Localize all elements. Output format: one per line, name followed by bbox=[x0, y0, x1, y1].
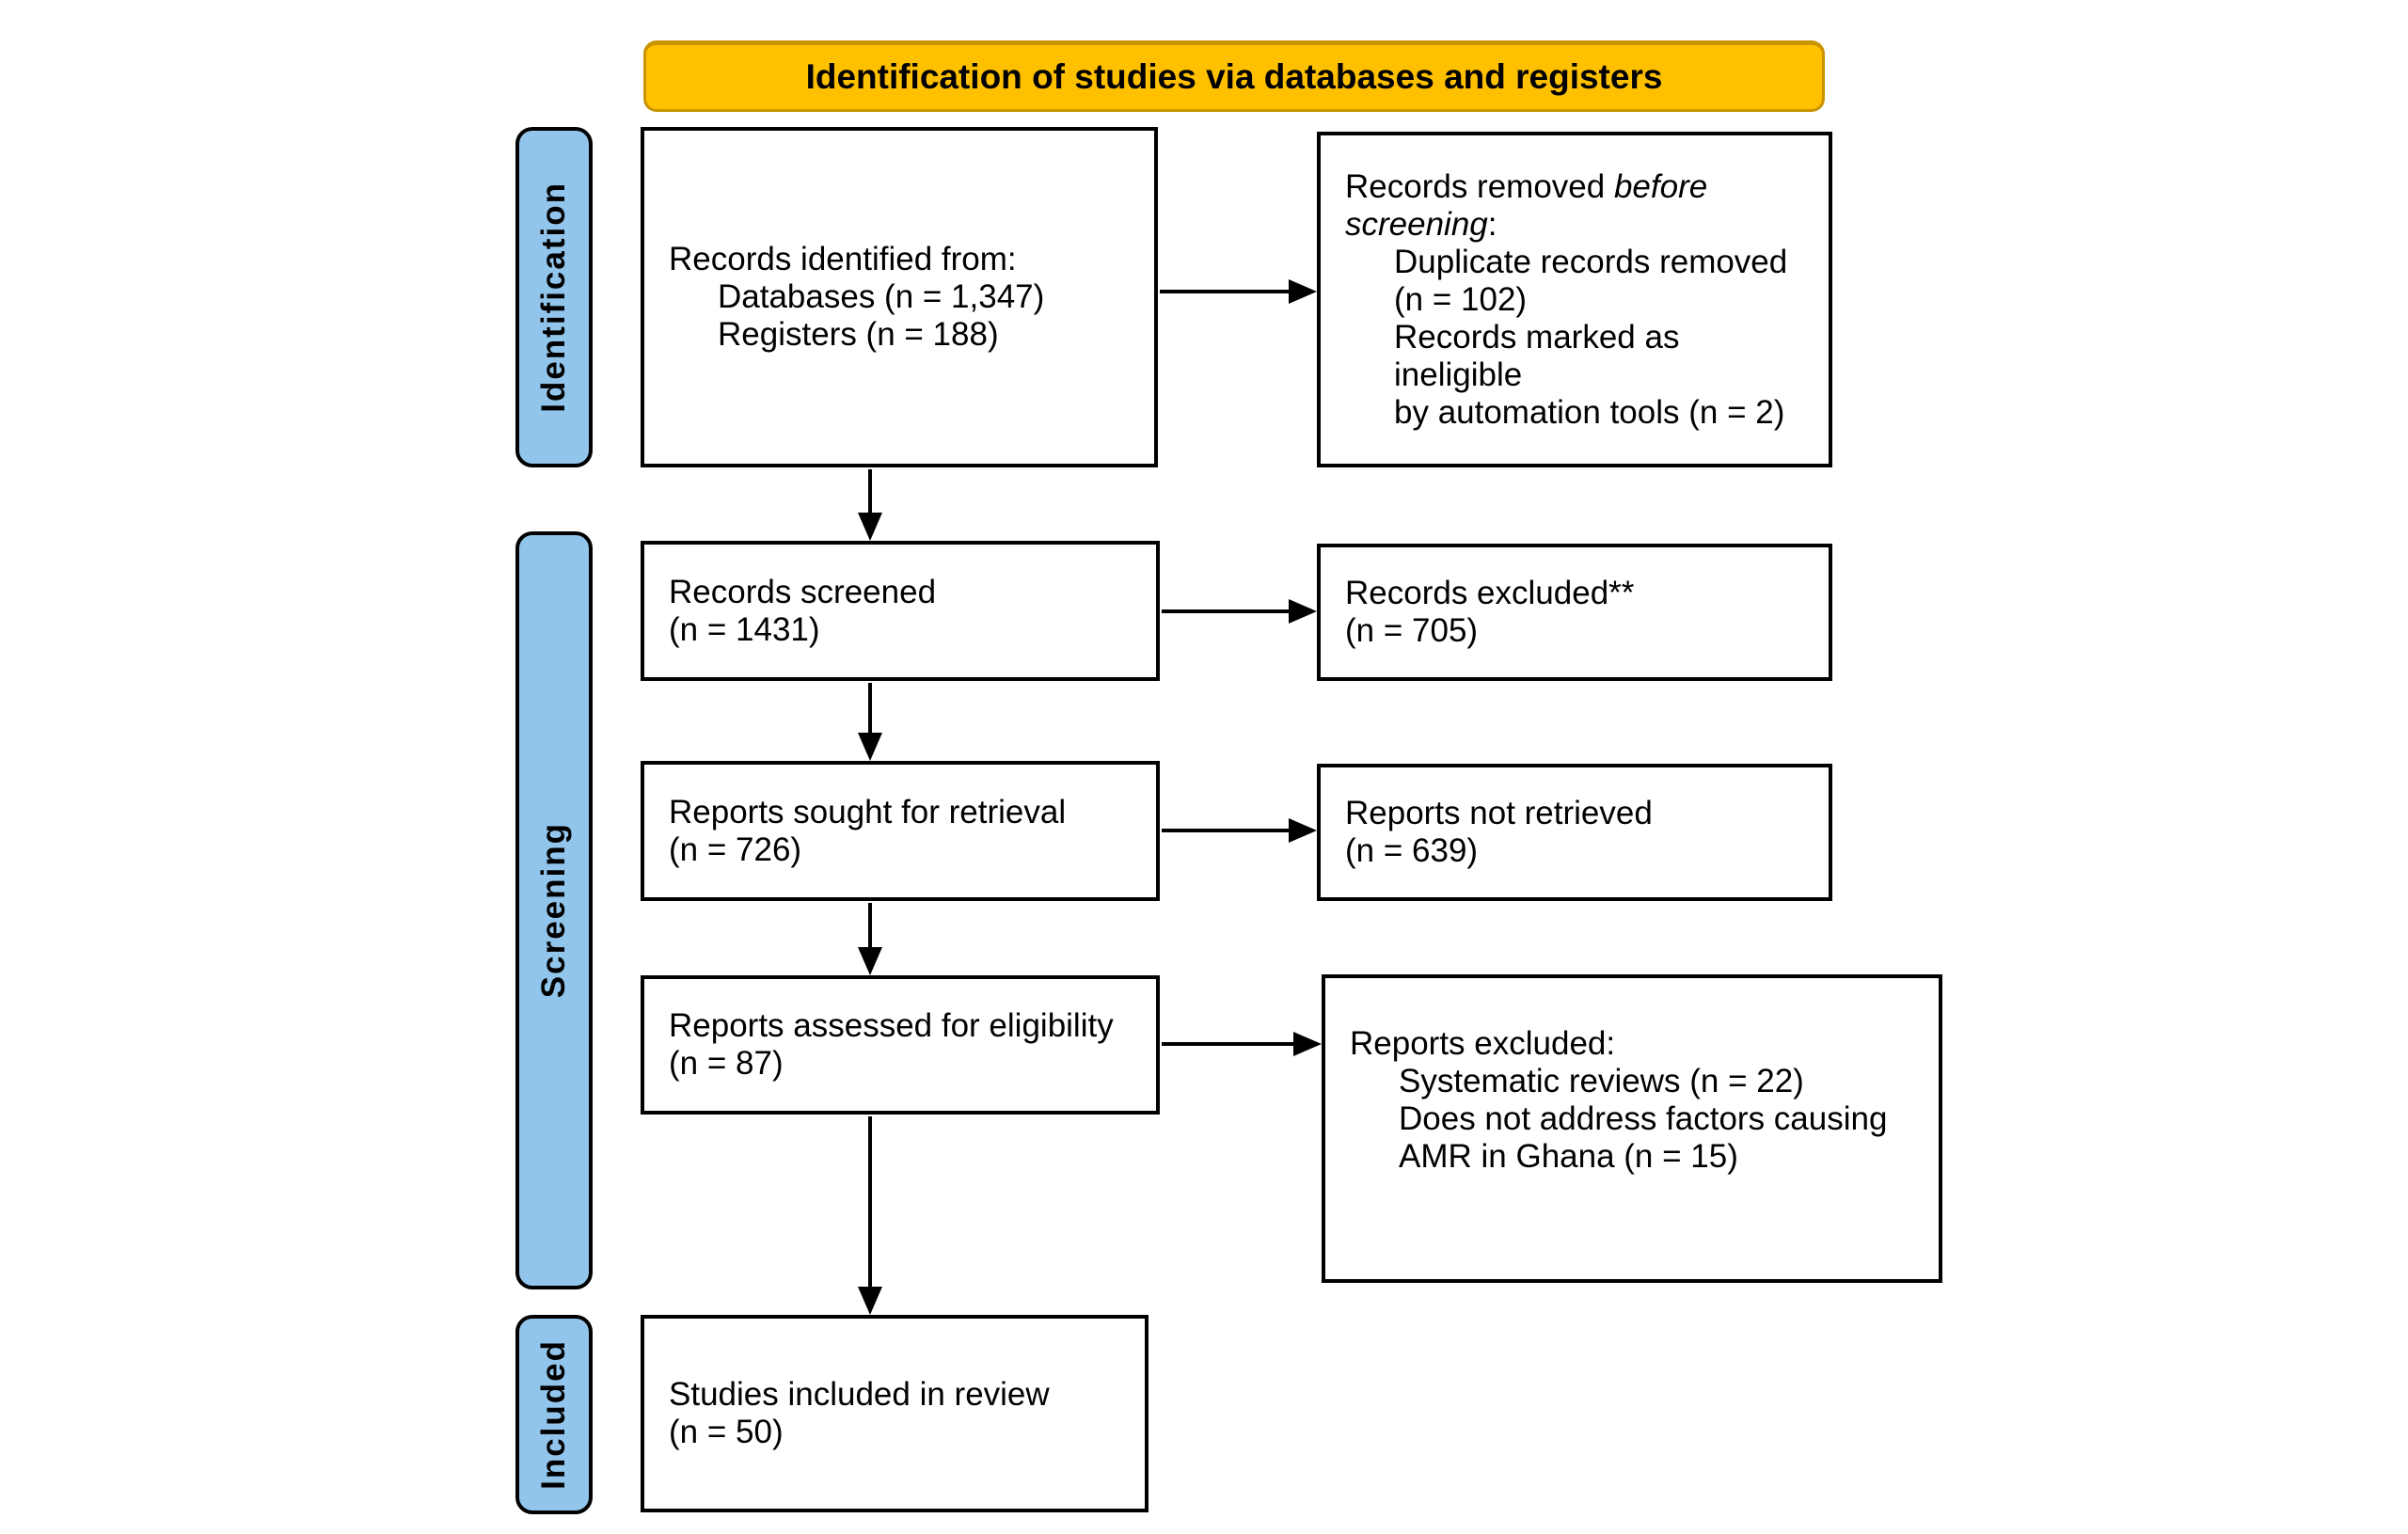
arrow-assessed-to-reports-excluded bbox=[1162, 1032, 1322, 1056]
arrow-identified-to-screened bbox=[858, 469, 882, 541]
arrow-identified-to-removed bbox=[1160, 279, 1317, 304]
records-identified-item-databases: Databases (n = 1,347) bbox=[718, 278, 1045, 315]
reports-not-retrieved-count: (n = 639) bbox=[1345, 832, 1479, 869]
arrow-sought-to-not-retrieved bbox=[1162, 818, 1317, 843]
box-records-identified: Records identified from: Databases (n = … bbox=[641, 127, 1158, 467]
records-excluded-label: Records excluded** bbox=[1345, 575, 1635, 611]
records-removed-title-colon: : bbox=[1487, 205, 1497, 243]
records-removed-title-normal: Records removed bbox=[1345, 167, 1614, 205]
records-removed-title-line1: Records removed before bbox=[1345, 168, 1815, 206]
stage-included-label: Included bbox=[535, 1339, 572, 1490]
records-removed-title-line2: screening: bbox=[1345, 206, 1815, 244]
reports-excluded-item-factors-line2: AMR in Ghana (n = 15) bbox=[1399, 1138, 1738, 1175]
stage-identification: Identification bbox=[515, 127, 593, 467]
box-reports-not-retrieved: Reports not retrieved (n = 639) bbox=[1317, 764, 1832, 901]
reports-assessed-count: (n = 87) bbox=[669, 1045, 784, 1082]
title-banner: Identification of studies via databases … bbox=[643, 40, 1825, 112]
reports-sought-count: (n = 726) bbox=[669, 830, 802, 868]
stage-screening-label: Screening bbox=[535, 822, 572, 999]
reports-sought-label: Reports sought for retrieval bbox=[669, 793, 1067, 830]
box-records-removed: Records removed before screening: Duplic… bbox=[1317, 132, 1832, 467]
stage-screening: Screening bbox=[515, 531, 593, 1289]
arrow-screened-to-excluded bbox=[1162, 599, 1317, 624]
records-excluded-count: (n = 705) bbox=[1345, 612, 1479, 649]
arrow-assessed-to-included bbox=[858, 1116, 882, 1315]
reports-excluded-item-factors-line1: Does not address factors causing bbox=[1399, 1100, 1888, 1137]
records-removed-item-ineligible-count: by automation tools (n = 2) bbox=[1394, 393, 1785, 431]
records-removed-title-italic: before bbox=[1613, 167, 1708, 205]
box-records-excluded: Records excluded** (n = 705) bbox=[1317, 544, 1832, 681]
reports-excluded-title: Reports excluded: bbox=[1350, 1025, 1616, 1062]
records-removed-title-italic2: screening bbox=[1345, 205, 1488, 243]
title-banner-label: Identification of studies via databases … bbox=[805, 57, 1663, 96]
records-screened-count: (n = 1431) bbox=[669, 610, 820, 648]
box-reports-assessed: Reports assessed for eligibility (n = 87… bbox=[641, 975, 1160, 1115]
arrow-sought-to-assessed bbox=[858, 903, 882, 975]
records-identified-item-registers: Registers (n = 188) bbox=[718, 316, 999, 353]
records-removed-item-duplicates: Duplicate records removed bbox=[1394, 243, 1788, 280]
studies-included-count: (n = 50) bbox=[669, 1414, 784, 1450]
stage-included: Included bbox=[515, 1315, 593, 1514]
records-identified-title: Records identified from: bbox=[669, 241, 1017, 277]
reports-not-retrieved-label: Reports not retrieved bbox=[1345, 795, 1653, 831]
reports-assessed-label: Reports assessed for eligibility bbox=[669, 1007, 1114, 1044]
reports-excluded-item-systematic: Systematic reviews (n = 22) bbox=[1399, 1063, 1804, 1099]
box-reports-sought: Reports sought for retrieval (n = 726) bbox=[641, 761, 1160, 901]
box-reports-excluded: Reports excluded: Systematic reviews (n … bbox=[1322, 974, 1942, 1283]
records-screened-label: Records screened bbox=[669, 573, 937, 610]
box-records-screened: Records screened (n = 1431) bbox=[641, 541, 1160, 681]
records-removed-item-ineligible: Records marked as ineligible bbox=[1394, 318, 1680, 393]
records-removed-item-duplicates-count: (n = 102) bbox=[1394, 280, 1528, 318]
arrow-screened-to-sought bbox=[858, 683, 882, 761]
studies-included-label: Studies included in review bbox=[669, 1376, 1050, 1413]
box-studies-included: Studies included in review (n = 50) bbox=[641, 1315, 1149, 1512]
stage-identification-label: Identification bbox=[535, 182, 572, 413]
